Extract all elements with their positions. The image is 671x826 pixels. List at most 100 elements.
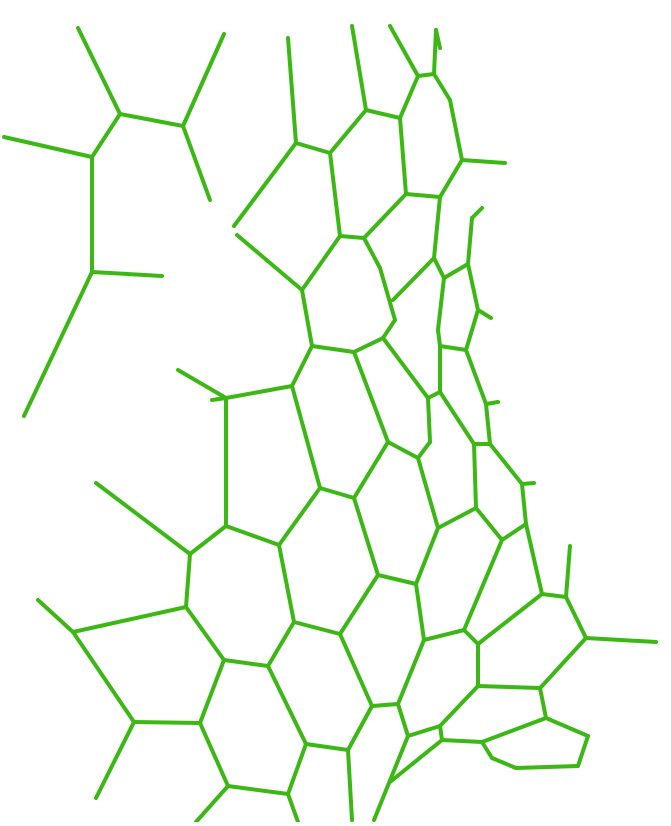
cell-boundary-edge [416,528,438,584]
cell-boundary-edge [478,310,491,318]
cell-boundary-edge [438,330,440,346]
cell-boundary-edge [540,688,546,718]
cell-boundary-edge [522,484,526,524]
cell-boundary-edge [482,718,546,742]
cell-boundary-edge [516,766,578,768]
cell-boundary-edge [586,638,656,642]
cell-boundary-edge [434,74,450,100]
cell-boundary-edge [482,742,492,758]
cell-boundary-edge [542,594,566,597]
cell-boundary-edge [398,704,408,736]
cell-boundary-edge [268,622,294,666]
cell-boundary-edge [294,622,340,634]
cell-boundary-edge [330,153,340,236]
cell-boundary-edge [92,272,162,276]
cell-boundary-edge [476,508,502,540]
cell-boundary-edge [340,634,372,706]
cell-boundary-edge [96,722,134,798]
cell-boundary-edge [190,526,226,554]
cell-boundary-edge [183,34,224,126]
cell-boundary-edge [468,218,472,264]
cell-boundary-edge [490,444,522,484]
cell-boundary-edge [390,26,418,76]
cell-boundary-edge [428,398,430,442]
cell-boundary-edge [364,238,380,268]
cell-boundary-edge [440,726,442,740]
cell-boundary-edge [288,794,298,822]
cell-boundary-edge [78,28,120,114]
cell-boundary-edge [178,370,226,398]
cell-boundary-edge [378,575,416,584]
cell-boundary-edge [502,524,526,540]
cell-boundary-edge [440,392,474,444]
cell-boundary-edge [352,26,366,110]
cell-boundary-edge [268,666,306,744]
cell-boundary-edge [542,638,586,686]
cell-boundary-edge [440,686,478,726]
cell-boundary-edge [472,208,482,218]
cell-boundary-edge [434,258,444,278]
cell-boundary-edge [383,320,395,338]
cell-boundary-edge [73,607,186,632]
cell-boundary-edge [348,706,372,750]
cell-boundary-edge [306,744,348,750]
cell-boundary-edge [348,750,352,820]
cell-boundary-edge [312,346,354,352]
cell-boundary-edge [464,540,502,630]
cell-boundary-edge [434,197,440,258]
cell-boundary-edge [578,736,588,766]
cell-boundary-edge [546,718,588,736]
cell-boundary-edge [526,524,542,594]
cell-boundary-edge [416,584,424,640]
cell-boundary-edge [354,338,383,352]
cell-boundary-edge [38,600,73,632]
cell-boundary-edge [478,594,542,644]
cell-boundary-edge [340,575,378,634]
cell-boundary-edge [398,640,424,704]
cell-boundary-edge [566,597,586,638]
cell-boundary-edge [474,444,476,508]
cell-boundary-edge [400,76,418,118]
cell-boundary-edge [288,38,296,143]
cell-boundary-edge [438,508,476,528]
cell-boundary-edge [354,442,388,498]
cell-boundary-edge [372,704,398,706]
cell-boundary-edge [96,483,190,554]
cell-boundary-edge [364,194,406,238]
cell-boundary-edge [92,114,120,157]
cell-boundary-edge [354,498,378,575]
cell-boundary-edge [424,630,464,640]
cell-boundary-edge [354,352,388,442]
cell-boundary-edge [186,607,224,660]
cell-boundary-edge [120,114,183,126]
cell-boundary-edge [388,442,418,458]
cell-boundary-edge [196,786,228,822]
cell-boundary-edge [24,272,92,416]
cell-boundary-edge [237,235,302,290]
cell-boundary-edge [566,546,570,597]
cell-boundary-edge [450,100,462,160]
cell-boundary-edge [279,488,320,545]
cell-boundary-edge [226,386,292,398]
cell-boundary-edge [234,143,296,226]
cell-boundary-edge [418,74,434,76]
cell-boundary-edge [200,660,224,723]
cell-boundary-edge [374,736,408,820]
cell-boundary-edge [442,740,482,742]
cell-boundary-edge [366,110,400,118]
cell-boundary-edge [486,404,490,444]
cell-boundary-edge [134,722,200,723]
cell-boundary-edge [212,398,226,400]
cell-boundary-edge [466,350,486,404]
cell-boundary-edge [478,686,540,688]
cell-boundary-edge [393,258,434,300]
cell-boundary-edge [400,118,406,194]
cell-boundary-edge [406,194,440,197]
cell-boundary-edge [296,143,330,153]
cell-boundary-edge [464,630,478,644]
cell-boundary-edge [292,386,320,488]
cell-boundary-edge [320,488,354,498]
cell-boundary-edge [279,545,294,622]
